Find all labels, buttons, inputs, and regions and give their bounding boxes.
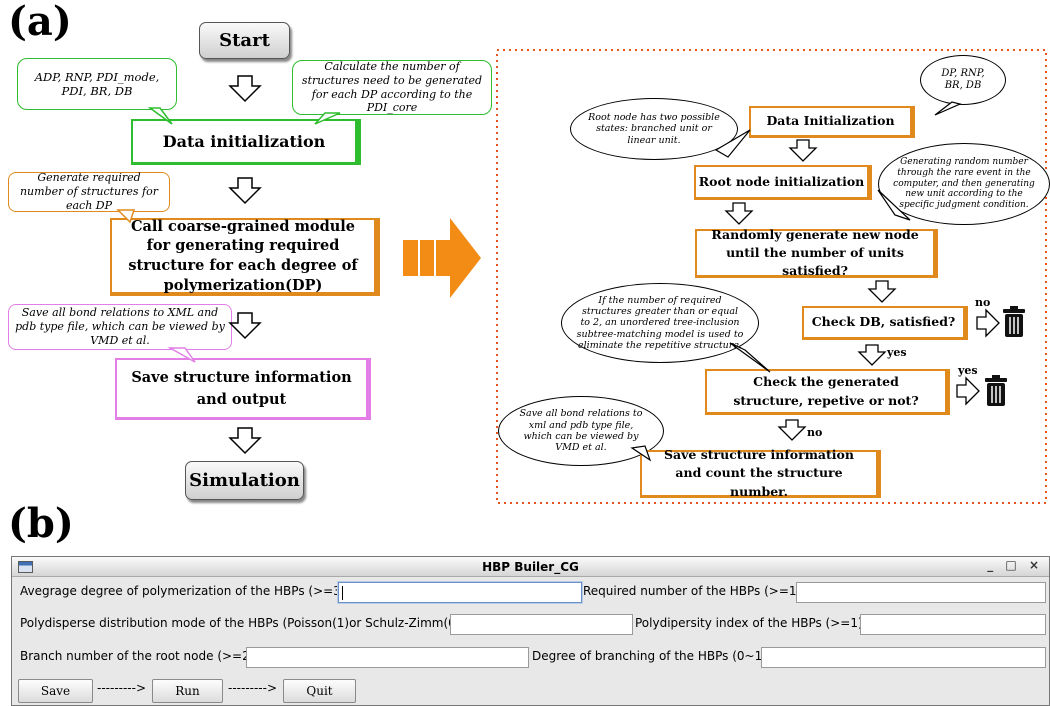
down-arrow-icon xyxy=(724,139,897,441)
connector-arrow: ---------> xyxy=(228,681,278,695)
simulation-node: Simulation xyxy=(185,461,304,500)
yes-label-db: yes xyxy=(887,346,907,359)
root-node-initialization: Root node initialization xyxy=(694,165,872,200)
randomly-generate-node: Randomly generate new node until the num… xyxy=(695,227,938,278)
generate-bubble: Generate required number of structures f… xyxy=(8,171,170,212)
left-flow-connectors xyxy=(116,49,1047,504)
required-num-input[interactable] xyxy=(796,582,1046,603)
pd-mode-input[interactable] xyxy=(450,614,633,635)
window-controls[interactable]: _ □ × xyxy=(987,558,1043,572)
save-xml-bubble: Save all bond relations to XML and pdb t… xyxy=(8,304,232,350)
right-flow-connectors xyxy=(630,101,1025,462)
save-count-node: Save structure information and count the… xyxy=(640,447,881,499)
app-icon xyxy=(18,561,33,573)
start-node: Start xyxy=(199,22,290,59)
db-input[interactable] xyxy=(761,647,1046,668)
run-button[interactable]: Run xyxy=(152,679,223,703)
required-num-label: Required number of the HBPs (>=1): xyxy=(583,584,806,598)
repetition-ellipse: If the number of required structures gre… xyxy=(561,283,759,363)
db-label: Degree of branching of the HBPs (0~1): xyxy=(532,649,771,663)
trash-icon xyxy=(985,375,1007,406)
no-label-structure: no xyxy=(807,426,823,439)
inputs-ellipse: DP, RNP, BR, DB xyxy=(920,55,1006,105)
window-titlebar[interactable]: HBP Builer_CG _ □ × xyxy=(12,557,1049,577)
yes-label-structure: yes xyxy=(958,364,978,377)
quit-button[interactable]: Quit xyxy=(283,679,356,703)
no-label-db: no xyxy=(975,296,991,309)
root-states-ellipse: Root node has two possible states: branc… xyxy=(570,98,738,160)
pdi-label: Polydipersity index of the HBPs (>=1): xyxy=(635,616,867,630)
connector-arrow: ---------> xyxy=(97,681,147,695)
save-xml-ellipse: Save all bond relations to xml and pdb t… xyxy=(498,396,664,466)
down-arrow-icon xyxy=(228,75,262,455)
check-db-node: Check DB, satisfied? xyxy=(802,306,968,340)
branch-num-label: Branch number of the root node (>=2): xyxy=(20,649,259,663)
right-arrow-icon xyxy=(956,308,1000,406)
save-button[interactable]: Save xyxy=(18,679,93,703)
window-title: HBP Builer_CG xyxy=(482,559,579,574)
panel-a-label: (a) xyxy=(8,0,72,45)
inputs-bubble: ADP, RNP, PDI_mode, PDI, BR, DB xyxy=(17,58,177,110)
save-structure-output-box: Save structure information and output xyxy=(115,358,371,420)
pd-mode-label: Polydisperse distribution mode of the HB… xyxy=(20,616,470,630)
pdi-input[interactable] xyxy=(860,614,1046,635)
data-initialization-box: Data initialization xyxy=(131,119,361,165)
calc-bubble: Calculate the number of structures need … xyxy=(292,60,492,115)
text-cursor xyxy=(342,586,343,600)
branch-num-input[interactable] xyxy=(246,647,529,668)
avg-dp-label: Avegrage degree of polymerization of the… xyxy=(20,584,350,598)
trash-icon xyxy=(1003,306,1025,337)
data-initialization-node: Data Initialization xyxy=(749,106,915,138)
coarse-grained-module-box: Call coarse-grained module for generatin… xyxy=(110,218,380,296)
avg-dp-input[interactable] xyxy=(338,582,582,603)
panel-b-label: (b) xyxy=(8,500,74,547)
big-right-arrow-icon xyxy=(403,218,481,298)
check-structure-node: Check the generated structure, repetive … xyxy=(705,369,950,415)
